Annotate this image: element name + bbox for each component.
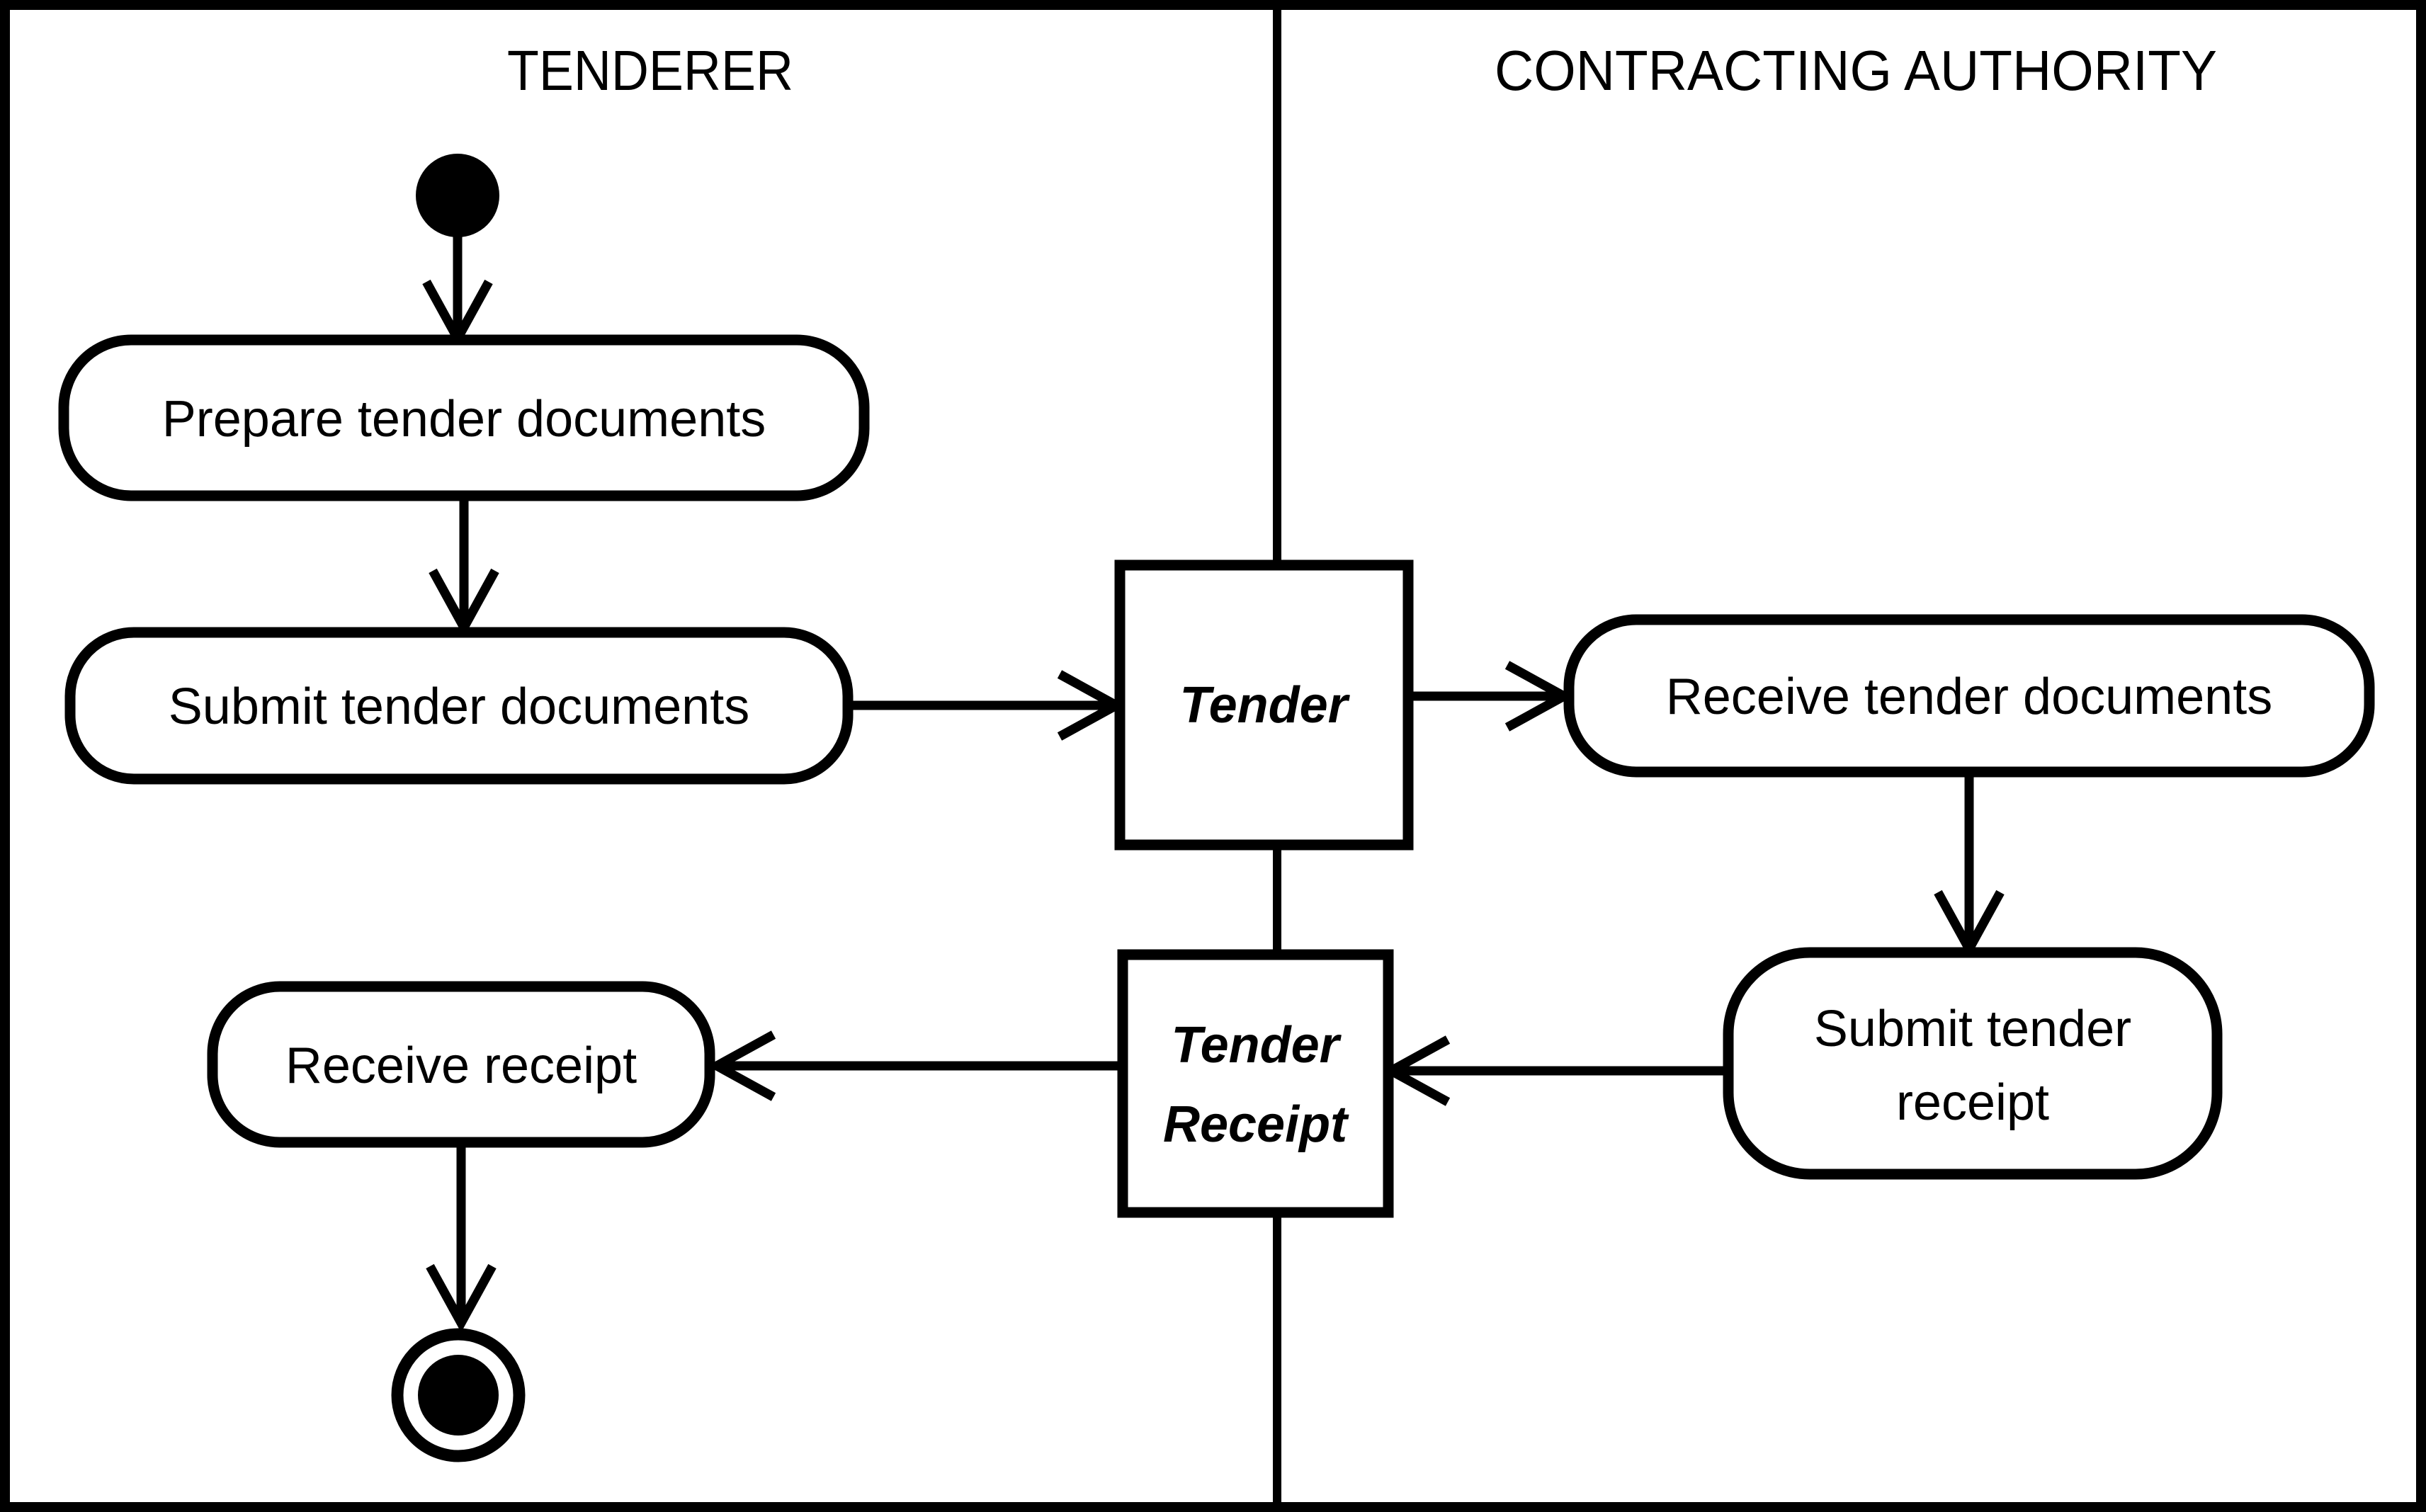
flow-prepare-to-submit-docs: [429, 496, 499, 637]
flow-tender-receipt-to-receive-receipt: [707, 1030, 1123, 1101]
activity-shape: [207, 981, 715, 1148]
flow-receive-receipt-to-end: [426, 1142, 497, 1333]
start-node: [416, 154, 499, 237]
object-label-line2: Receipt: [1163, 1096, 1349, 1153]
object-label: Tender: [1179, 677, 1350, 734]
arrowhead-down-icon: [426, 1263, 497, 1333]
activity-prepare-tender-documents: Prepare tender documents: [58, 334, 870, 501]
final-node-core: [418, 1355, 499, 1436]
activity-label-line2: receipt: [1896, 1074, 2049, 1131]
activity-shape: [64, 627, 854, 785]
flow-receive-docs-to-submit-receipt: [1934, 772, 2005, 959]
activity-submit-tender-documents: Submit tender documents: [64, 627, 854, 785]
activity-receive-receipt: Receive receipt: [207, 981, 715, 1148]
activity-receive-tender-documents: Receive tender documents: [1563, 614, 2375, 778]
object-label-line1: Tender: [1171, 1017, 1342, 1074]
flow-start-to-prepare: [422, 236, 493, 348]
object-node-tender: Tender: [1114, 559, 1414, 851]
activity-label: Submit tender documents: [169, 678, 749, 735]
activity-shape: [1563, 614, 2375, 778]
activity-label: Receive receipt: [285, 1038, 637, 1094]
flow-tender-to-receive-docs: [1408, 661, 1574, 732]
arrowhead-left-icon: [707, 1030, 776, 1101]
activity-shape: [1723, 947, 2223, 1180]
object-shape: [1117, 949, 1394, 1218]
activity-shape: [58, 334, 870, 501]
lane-title-tenderer: TENDERER: [507, 39, 793, 102]
flow-submit-receipt-to-tender-receipt: [1381, 1035, 1728, 1106]
lane-title-contracting-authority: CONTRACTING AUTHORITY: [1495, 39, 2217, 102]
activity-label: Prepare tender documents: [162, 391, 766, 448]
object-node-tender-receipt: Tender Receipt: [1117, 949, 1394, 1218]
flow-submit-docs-to-tender: [848, 670, 1126, 741]
activity-label: Receive tender documents: [1666, 669, 2272, 725]
end-node: [391, 1328, 526, 1462]
initial-node-dot: [416, 154, 499, 237]
activity-label-line1: Submit tender: [1814, 1001, 2131, 1057]
activity-submit-tender-receipt: Submit tender receipt: [1723, 947, 2223, 1180]
object-shape: [1114, 559, 1414, 851]
